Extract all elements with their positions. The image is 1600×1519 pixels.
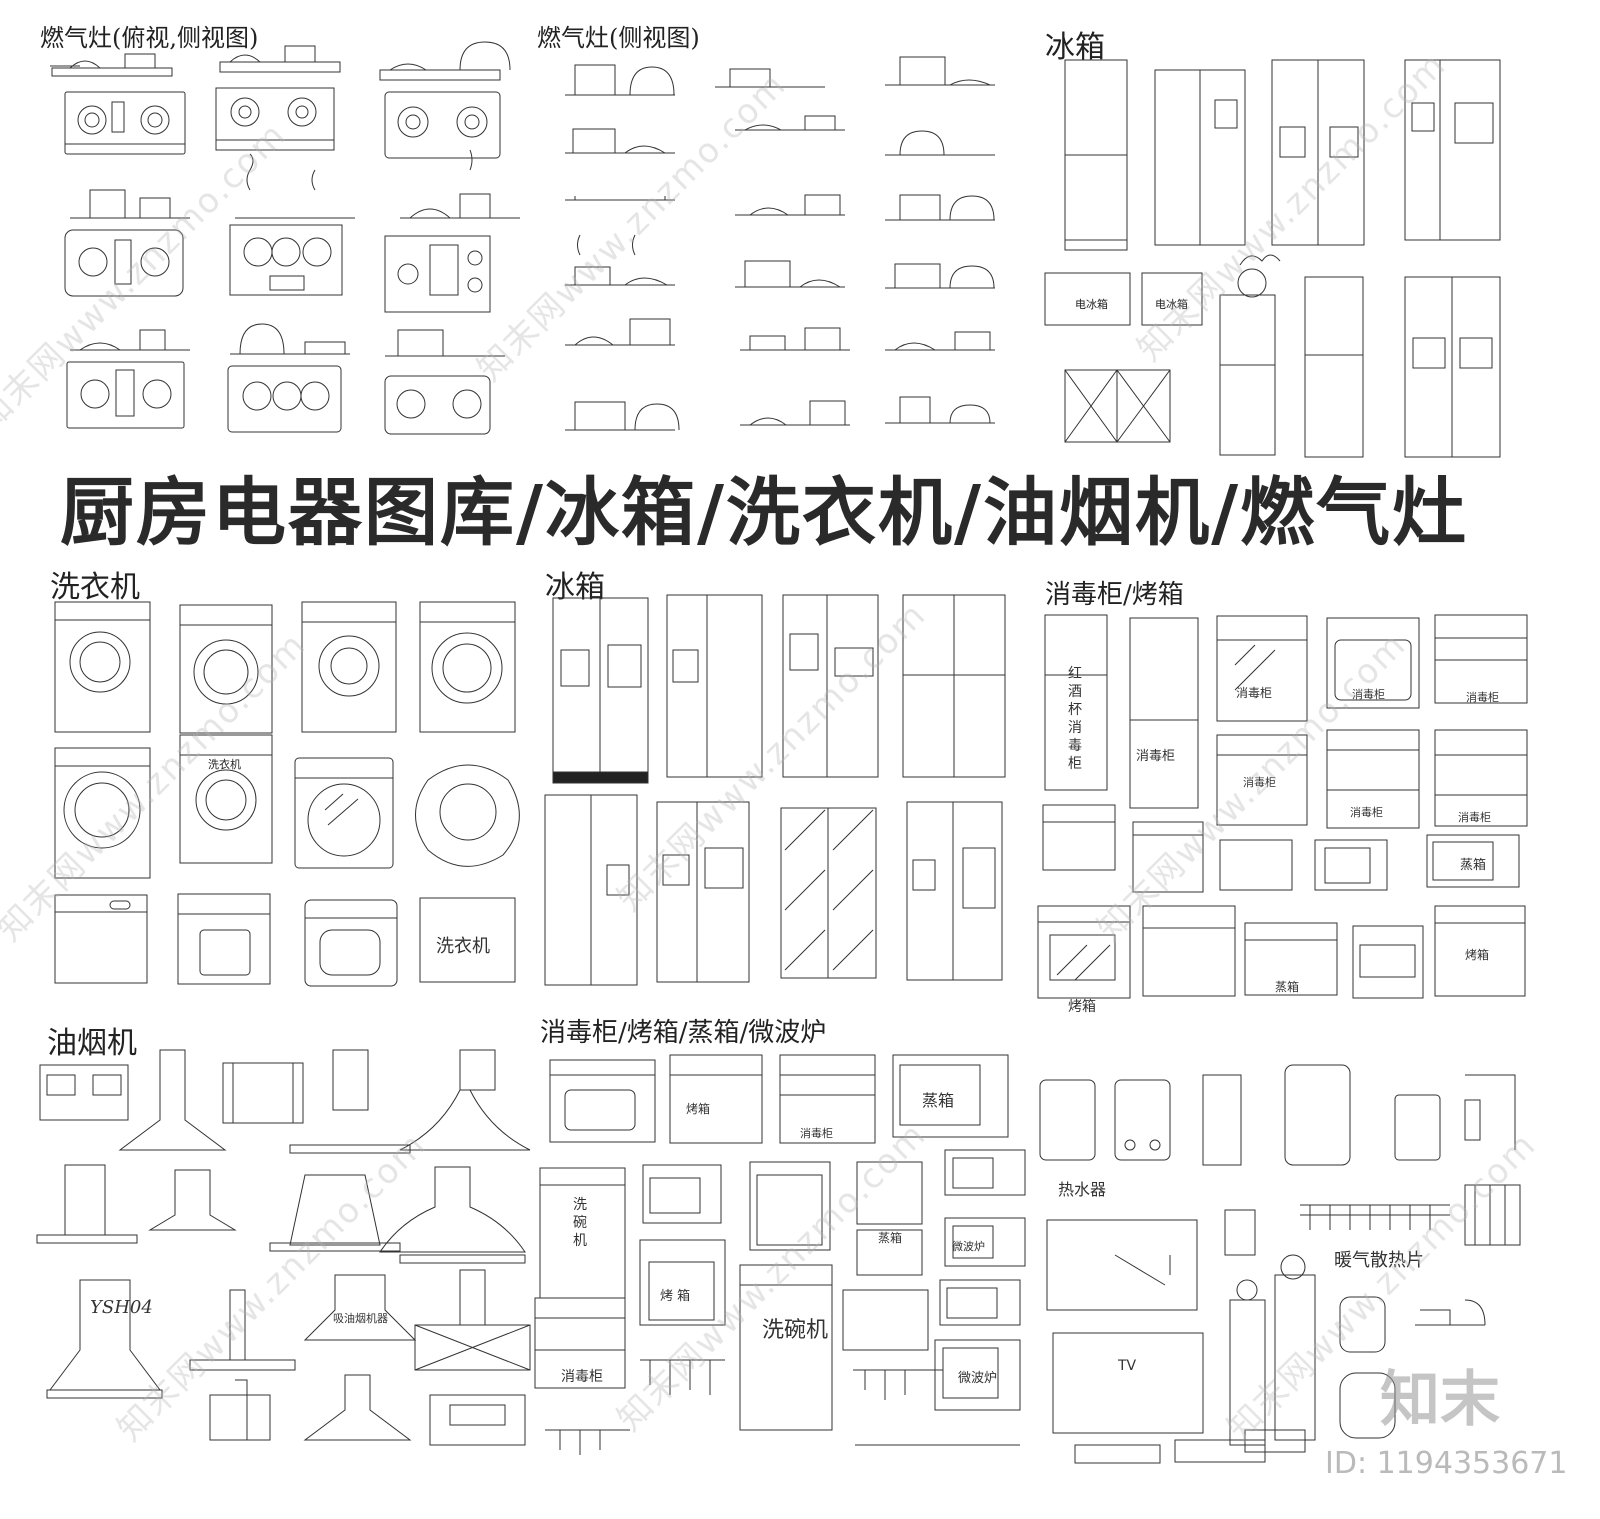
tv-and-radiator — [1047, 1185, 1520, 1433]
wine-char-6: 柜 — [1068, 756, 1082, 772]
sterilizer-oven-group — [1035, 610, 1545, 1020]
washer-label-small: 洗衣机 — [208, 758, 241, 771]
oven-label-1: 烤箱 — [1068, 999, 1096, 1015]
wine-char-5: 毒 — [1068, 738, 1082, 754]
oven-vertical-label: 烤 箱 — [660, 1289, 691, 1304]
sterilizer-label-8: 消毒柜 — [800, 1127, 833, 1140]
sterilizer-label-5: 消毒柜 — [1243, 776, 1276, 789]
page-title: 厨房电器图库/冰箱/洗衣机/油烟机/燃气灶 — [60, 470, 1469, 556]
dish-char-3: 机 — [573, 1233, 587, 1249]
hood-text-label: 吸油烟机器 — [333, 1312, 388, 1325]
dish-char-2: 碗 — [573, 1215, 587, 1231]
wine-char-3: 杯 — [1068, 702, 1082, 718]
section-label-fridge-top: 冰箱 — [1045, 30, 1105, 65]
stove-side-sketch — [50, 42, 510, 80]
sterilizer-label-4: 消毒柜 — [1466, 691, 1499, 704]
sterilizer-label-7: 消毒柜 — [1458, 811, 1491, 824]
steamer-label-4: 蒸箱 — [878, 1231, 903, 1245]
section-label-stove-side: 燃气灶(侧视图) — [537, 24, 700, 52]
fridge-mid-front — [553, 595, 1005, 783]
hood-model-label: YSH04 — [90, 1297, 153, 1318]
stove-top-view-group — [30, 40, 550, 460]
built-in-appliance — [535, 1055, 1025, 1455]
fridge-top-group — [1040, 55, 1550, 475]
dish-char-1: 洗 — [573, 1197, 587, 1213]
section-label-sterilizer-oven-steam-microwave: 消毒柜/烤箱/蒸箱/微波炉 — [540, 1018, 827, 1048]
washer-label: 洗衣机 — [436, 936, 490, 957]
section-label-washer: 洗衣机 — [50, 570, 140, 605]
range-hood-front — [37, 1050, 530, 1445]
oven-label-3: 烤箱 — [686, 1102, 711, 1116]
image-id: ID: 1194353671 — [1325, 1446, 1568, 1481]
section-label-range-hood: 油烟机 — [47, 1026, 137, 1061]
tv-label: TV — [1118, 1358, 1137, 1374]
steamer-label-3: 蒸箱 — [922, 1091, 955, 1110]
water-heater — [1040, 1065, 1515, 1165]
section-label-sterilizer-oven: 消毒柜/烤箱 — [1045, 580, 1184, 610]
washer-front — [55, 602, 515, 733]
washer-front-row2 — [55, 735, 519, 878]
fridge-mid-group — [545, 590, 1025, 990]
stove-top-sketch — [65, 88, 500, 158]
washer-front-row3 — [55, 894, 515, 986]
stove-side-view-group — [555, 45, 1035, 445]
water-heater-label: 热水器 — [1058, 1180, 1107, 1199]
misc-appliance-group — [1035, 1055, 1535, 1465]
sterilizer-label-2: 消毒柜 — [1236, 686, 1273, 700]
fridge-small-label-a: 电冰箱 — [1075, 298, 1108, 311]
section-label-stove-top-side: 燃气灶(俯视,侧视图) — [40, 24, 259, 52]
small-appliances — [1075, 1255, 1485, 1463]
radiator-label: 暖气散热片 — [1334, 1250, 1424, 1271]
section-label-fridge-mid: 冰箱 — [545, 570, 605, 605]
wine-char-1: 红 — [1068, 666, 1082, 682]
stove-side-row — [565, 57, 995, 430]
sterilizer-front — [1038, 615, 1527, 998]
brand-logo: 知末 — [1380, 1365, 1500, 1435]
sterilizer-label-6: 消毒柜 — [1350, 806, 1383, 819]
fridge-front — [1065, 60, 1500, 250]
wine-char-4: 消 — [1068, 720, 1082, 736]
microwave-label-1: 微波炉 — [952, 1240, 985, 1253]
sterilizer-label-9: 消毒柜 — [561, 1369, 603, 1385]
fridge-small-label-b: 电冰箱 — [1155, 298, 1188, 311]
wine-char-2: 酒 — [1068, 684, 1082, 700]
microwave-label-2: 微波炉 — [958, 1371, 998, 1386]
range-hood-group — [35, 1045, 535, 1465]
dishwasher-vertical-label: 洗 碗 机 — [573, 1196, 589, 1250]
steamer-label-2: 蒸箱 — [1275, 980, 1300, 994]
dishwasher-label: 洗碗机 — [762, 1318, 829, 1343]
appliance-bottom-group — [535, 1050, 1035, 1470]
steamer-label-1: 蒸箱 — [1460, 858, 1487, 873]
washer-group — [50, 600, 530, 1000]
wine-cabinet-label: 红 酒 杯 消 毒 柜 — [1068, 665, 1084, 773]
sterilizer-label-3: 消毒柜 — [1352, 688, 1385, 701]
fridge-mid-front-row2 — [545, 795, 1002, 985]
fridge-small — [1045, 255, 1500, 457]
oven-label-2: 烤箱 — [1465, 948, 1490, 962]
sterilizer-label-1: 消毒柜 — [1136, 749, 1176, 764]
